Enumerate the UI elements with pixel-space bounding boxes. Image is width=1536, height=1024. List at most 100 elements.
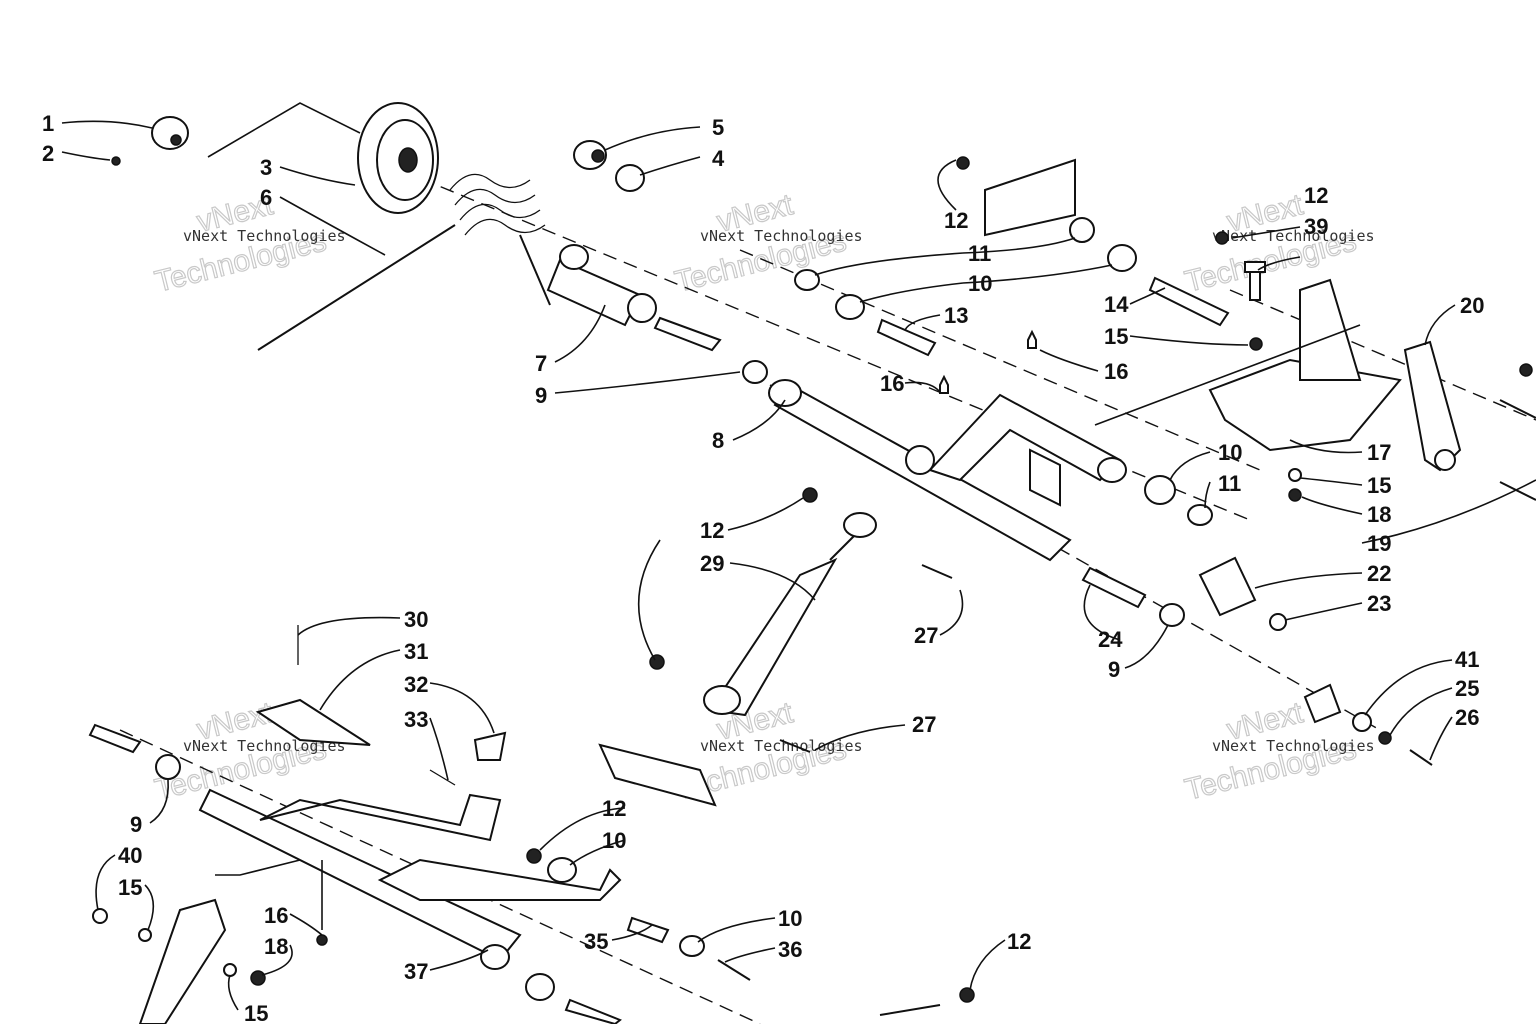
bolt-part xyxy=(92,908,108,924)
callout-10: 10 xyxy=(1218,440,1242,465)
watermark: vNext Technologies vNext Technologies xyxy=(671,187,863,299)
callout-12: 12 xyxy=(700,518,724,543)
washer-part xyxy=(1269,613,1287,631)
bushing-flange-part xyxy=(1187,504,1213,526)
callout-36: 36 xyxy=(778,937,802,962)
nut-part xyxy=(956,156,970,170)
pin-part xyxy=(626,916,670,944)
callout-12: 12 xyxy=(944,208,968,233)
bolt-part xyxy=(921,564,953,579)
nut-part xyxy=(1519,363,1533,377)
clip-part xyxy=(473,731,507,761)
callout-20: 20 xyxy=(1460,293,1484,318)
callout-3: 3 xyxy=(260,155,272,180)
callout-30: 30 xyxy=(404,607,428,632)
watermark-text: vNext Technologies xyxy=(183,227,346,245)
callout-31: 31 xyxy=(404,639,428,664)
watermark: vNext Technologies vNext Technologies xyxy=(1181,187,1375,299)
washer-part xyxy=(1288,468,1302,482)
callout-18: 18 xyxy=(264,934,288,959)
watermark: vNext Technologies vNext Technologies xyxy=(1181,695,1374,807)
callout-7: 7 xyxy=(535,351,547,376)
callout-27: 27 xyxy=(914,623,938,648)
watermark: vNext Technologies vNext Technologies xyxy=(151,187,346,299)
callout-11: 11 xyxy=(1218,471,1241,496)
callout-15: 15 xyxy=(244,1001,268,1024)
grease-fitting-part xyxy=(316,934,328,946)
callout-29: 29 xyxy=(700,551,724,576)
callout-19: 19 xyxy=(1367,531,1391,556)
callout-14: 14 xyxy=(1104,292,1129,317)
callout-9: 9 xyxy=(130,812,142,837)
bushing-flange-part xyxy=(794,269,820,291)
bolt-part xyxy=(1409,749,1433,766)
callout-16: 16 xyxy=(880,371,904,396)
callouts: 1 2 3 4 5 6 7 9 8 12 11 10 13 14 15 16 1… xyxy=(42,111,1484,1024)
pin-part xyxy=(876,318,937,357)
bushing-part xyxy=(547,857,577,883)
callout-13: 13 xyxy=(944,303,968,328)
callout-41: 41 xyxy=(1455,647,1479,672)
callout-12: 12 xyxy=(1007,929,1031,954)
callout-1: 1 xyxy=(42,111,54,136)
callout-27: 27 xyxy=(912,712,936,737)
threaded-rod-part xyxy=(879,1004,941,1016)
nut-part xyxy=(1288,488,1302,502)
callout-4: 4 xyxy=(712,146,725,171)
lock-washer-part xyxy=(1378,731,1392,745)
guard-part xyxy=(255,698,371,746)
pin-part xyxy=(653,316,722,352)
mount-bracket-part xyxy=(984,158,1076,237)
collar-part xyxy=(151,116,189,150)
arm-part xyxy=(1403,340,1462,472)
bushing-part xyxy=(525,973,555,1001)
plate-part xyxy=(1303,683,1342,724)
washer-part xyxy=(223,963,237,977)
pin-part xyxy=(1081,566,1147,609)
callout-24: 24 xyxy=(1098,627,1123,652)
callout-9: 9 xyxy=(535,383,547,408)
grease-fitting-part xyxy=(939,374,949,394)
callout-17: 17 xyxy=(1367,440,1391,465)
callout-32: 32 xyxy=(404,672,428,697)
watermark-text: vNext Technologies xyxy=(1212,227,1375,245)
callout-35: 35 xyxy=(584,929,608,954)
bolt-part xyxy=(779,739,811,753)
bushing-part xyxy=(742,360,768,384)
threaded-rod-part xyxy=(1499,399,1536,419)
callout-5: 5 xyxy=(712,115,724,140)
callout-6: 6 xyxy=(260,185,272,210)
callout-10: 10 xyxy=(968,271,992,296)
callout-22: 22 xyxy=(1367,561,1391,586)
callout-33: 33 xyxy=(404,707,428,732)
callout-15: 15 xyxy=(1367,473,1391,498)
watermark-text: vNext Technologies xyxy=(700,227,863,245)
nut-part xyxy=(1215,231,1229,245)
nut-part xyxy=(959,987,975,1003)
link-part xyxy=(138,898,227,1024)
callout-15: 15 xyxy=(1104,324,1128,349)
callout-23: 23 xyxy=(1367,591,1391,616)
watermark-text: vNext Technologies xyxy=(183,737,346,755)
bushing-part xyxy=(1144,475,1176,505)
callout-40: 40 xyxy=(118,843,142,868)
front-arm-part xyxy=(198,788,622,970)
pin-part xyxy=(1148,276,1230,327)
idler-wheel-part xyxy=(357,102,439,214)
direction-arrow xyxy=(1094,324,1361,426)
callout-12: 12 xyxy=(602,796,626,821)
nut-part xyxy=(526,848,542,864)
spring-part xyxy=(257,173,551,351)
washer-part xyxy=(1352,712,1372,732)
callout-15: 15 xyxy=(118,875,142,900)
washer-part xyxy=(1249,337,1263,351)
bushing-part xyxy=(1107,244,1137,272)
plate-part xyxy=(1198,556,1257,617)
watermark-group: vNext Technologies vNext Technologies vN… xyxy=(151,187,1375,807)
leader-lines xyxy=(61,102,1536,1011)
bushing-part xyxy=(835,294,865,320)
mount-plate-part xyxy=(598,743,717,807)
callout-37: 37 xyxy=(404,959,428,984)
